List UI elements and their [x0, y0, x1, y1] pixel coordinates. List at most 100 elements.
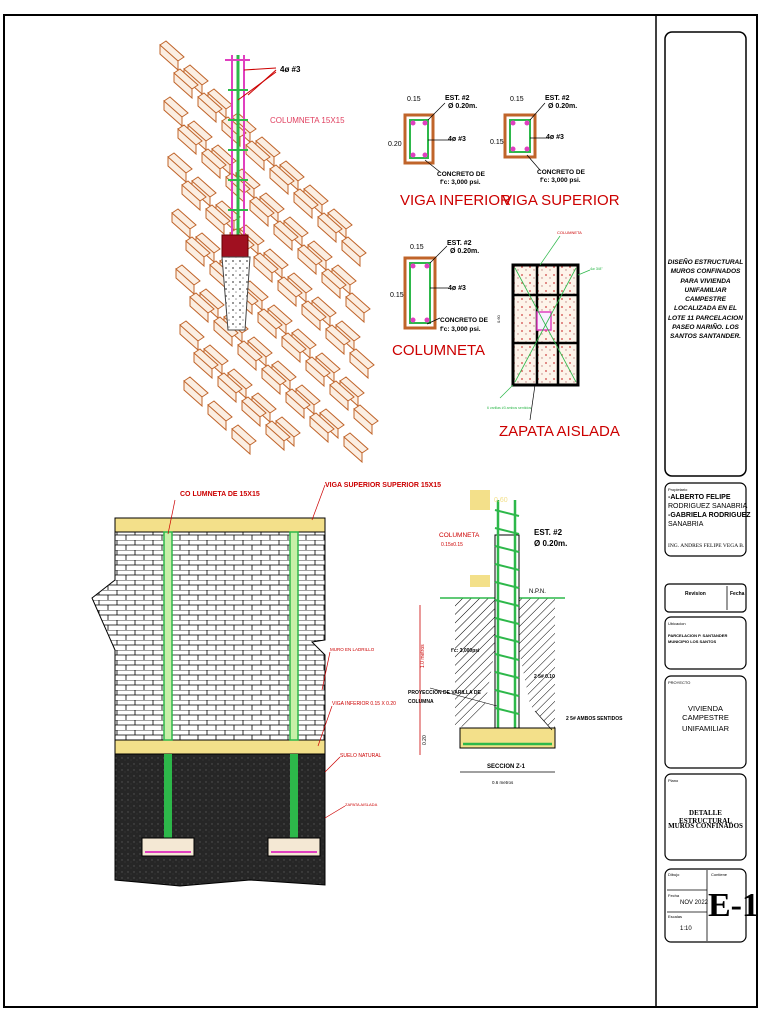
z1-stirrup-bar: [494, 635, 520, 643]
iso-brick: [217, 372, 243, 404]
z1-stirrup-bar: [494, 563, 520, 571]
iso-brick: [261, 364, 287, 396]
iso-brick: [249, 196, 275, 228]
z1-ambos: 2 5# AMBOS SENTIDOS: [566, 716, 623, 722]
vi-title: VIGA INFERIOR: [400, 192, 511, 209]
iso-brick: [353, 404, 379, 436]
vs-stirrup: EST. #2: [545, 95, 570, 102]
owner-line-3: -GABRIELA RODRIGUEZ: [668, 512, 751, 519]
z1-stirrup: EST. #2: [534, 528, 563, 537]
section-viga-inferior: [403, 102, 450, 173]
col-concrete-2: f'c: 3,000 psi.: [440, 326, 481, 333]
plano-line-1: DETALLE ESTRUCTURAL: [679, 809, 732, 825]
owner-line-2: RODRIGUEZ SANABRIA: [668, 503, 748, 510]
z1-stirrup-bar: [494, 581, 520, 589]
section-z1: [419, 490, 565, 773]
z1-stirrup-bar: [494, 545, 520, 553]
col-stirrup: EST. #2: [447, 240, 472, 247]
iso-rebar-label: 4ø #3: [280, 65, 301, 74]
z1-fc: f'c: 3,000psi: [451, 648, 480, 654]
zapata-side-label: 4ø 3/8": [590, 266, 603, 271]
ubicacion-label: Ubicacion: [668, 621, 686, 626]
z1-stirrups: [494, 509, 520, 715]
zapata-aislada-plan: [499, 235, 591, 421]
z1-stirrup-bar: [494, 509, 520, 517]
iso-brick: [297, 244, 323, 276]
proyecto-line-1: VIVIENDA CAMPESTRE: [682, 704, 729, 722]
iso-brick: [177, 124, 203, 156]
iso-brick: [317, 212, 343, 244]
iso-column-label: COLUMNETA 15X15: [270, 116, 345, 125]
isometric-wall-view: 4ø #3 COLUMNETA 15X15: [159, 40, 379, 464]
col-height-dim: 0.15: [390, 292, 404, 299]
z1-proyeccion-1: PROYECCION DE VARILLA DE: [408, 690, 481, 696]
z1-columneta-2: 0.15x0.15: [441, 542, 463, 548]
iso-brick: [281, 332, 307, 364]
iso-brick: [305, 356, 331, 388]
wall-elevation: [91, 484, 346, 887]
iso-brick: [345, 292, 371, 324]
iso-brick: [241, 396, 267, 428]
section-viga-superior: [503, 102, 548, 171]
iso-brick: [257, 308, 283, 340]
fecha2-label: Fecha: [668, 893, 680, 898]
vi-stirrup: EST. #2: [445, 95, 470, 102]
iso-brick: [181, 180, 207, 212]
z1-top-dim: 0.60: [494, 497, 508, 504]
iso-brick: [277, 276, 303, 308]
iso-brick: [329, 380, 355, 412]
z1-stirrup-bar: [494, 707, 520, 715]
owner-line-1: -ALBERTO FELIPE: [668, 494, 731, 501]
col-spacing: Ø 0.20m.: [450, 248, 479, 255]
z1-mid-dim: 0.10: [475, 579, 487, 585]
vs-spacing: Ø 0.20m.: [548, 103, 577, 110]
ubicacion-line-2: MUNICIPIO LOS SANTOS: [668, 639, 717, 644]
iso-brick: [343, 432, 369, 464]
escala-value: 1:10: [680, 926, 692, 932]
iso-brick: [205, 204, 231, 236]
ubicacion-line-1: PARCELACION P. SANTANDER: [668, 633, 728, 638]
title-block: [655, 15, 747, 1008]
z1-width: 0.6 metros: [492, 780, 514, 785]
proyecto-label: PROYECTO: [668, 680, 691, 685]
drawing-frame: [3, 14, 758, 1008]
iso-brick: [349, 348, 375, 380]
z1-stirrup-bar: [494, 617, 520, 625]
project-description: DISEÑO ESTRUCTURAL MUROS CONFINADOS PARA…: [667, 259, 744, 341]
iso-brick: [179, 320, 205, 352]
iso-brick: [237, 340, 263, 372]
proyecto-line-2: UNIFAMILIAR: [681, 724, 730, 733]
iso-brick: [285, 388, 311, 420]
iso-brick: [231, 424, 257, 456]
elev-zapata-label: ZAPATA AISLADA: [345, 802, 378, 807]
z1-depth: 1.0 metros: [420, 644, 426, 668]
zapata-top-label: COLUMNETA: [557, 230, 582, 235]
zapata-title: ZAPATA AISLADA: [499, 423, 620, 440]
iso-brick: [207, 400, 233, 432]
vs-concrete-1: CONCRETO DE: [537, 169, 586, 176]
zapata-bottom-label: 6 varillas #3 ambos sentidos: [487, 406, 531, 410]
iso-brick: [341, 236, 367, 268]
vi-rebar: 4ø #3: [448, 136, 466, 143]
contiene-label: Contiene: [711, 872, 728, 877]
owner-line-4: SANABRIA: [668, 521, 704, 528]
z1-rebar-right: 2 5# 0.10: [534, 674, 555, 680]
iso-brick: [193, 348, 219, 380]
col-rebar: 4ø #3: [448, 285, 466, 292]
col-concrete-1: CONCRETO DE: [440, 317, 489, 324]
vi-height-dim: 0.20: [388, 141, 402, 148]
elev-viga-inferior-label: VIGA INFERIOR 0.15 X 0.20: [332, 701, 396, 707]
iso-brick: [175, 264, 201, 296]
iso-brick: [273, 220, 299, 252]
iso-brick: [265, 420, 291, 452]
elev-columneta-label: CO LUMNETA DE 15X15: [180, 491, 260, 498]
fecha-value: NOV 2022: [680, 900, 709, 906]
owner-label: Propietario: [668, 487, 688, 492]
iso-brick: [183, 376, 209, 408]
iso-brick: [163, 96, 189, 128]
iso-brick-courses: [159, 40, 379, 464]
iso-brick: [189, 292, 215, 324]
z1-slab: 0.20: [422, 735, 428, 745]
